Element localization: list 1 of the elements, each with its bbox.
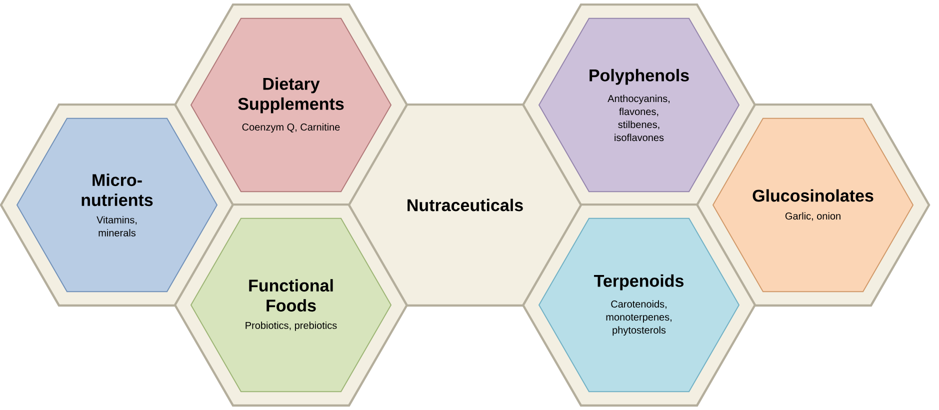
center-hexagon: Nutraceuticals <box>348 103 582 307</box>
